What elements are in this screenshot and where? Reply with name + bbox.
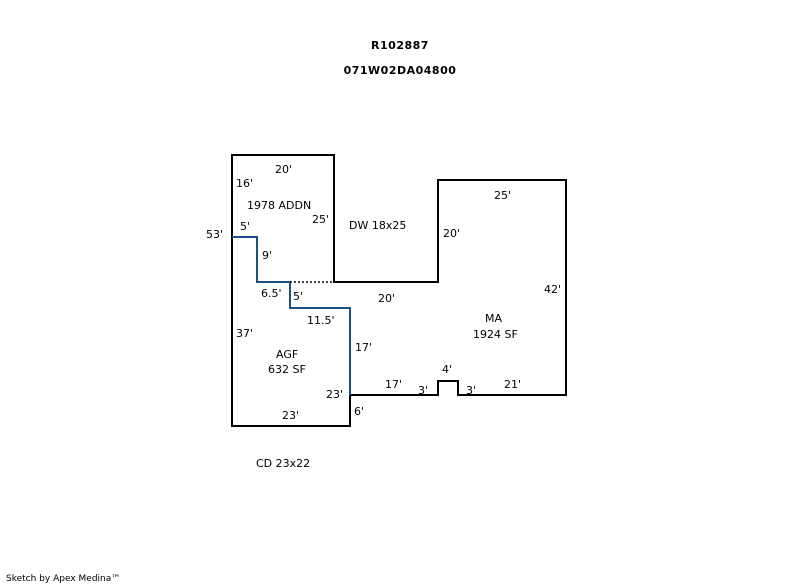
- label-garage-name: AGF: [276, 348, 298, 361]
- dim-agf-bottom: 23': [282, 409, 299, 422]
- sketch-credit: Sketch by Apex Medina™: [6, 574, 121, 584]
- outline-main: [231, 154, 567, 427]
- dim-dw-bottom: 20': [378, 292, 395, 305]
- dim-bump-right: 3': [466, 384, 476, 397]
- dim-bump-top: 4': [442, 363, 452, 376]
- label-deck: CD 23x22: [256, 457, 310, 470]
- dim-agf-left: 37': [236, 327, 253, 340]
- dim-agf-right-lower: 23': [326, 388, 343, 401]
- dim-addn-top: 20': [275, 163, 292, 176]
- label-addition: 1978 ADDN: [247, 199, 311, 212]
- dim-ma-left-upper: 20': [443, 227, 460, 240]
- dim-ma-top: 25': [494, 189, 511, 202]
- dim-agf-notch: 6': [354, 405, 364, 418]
- map-number: 071W02DA04800: [343, 64, 457, 77]
- label-main-area: 1924 SF: [473, 328, 518, 341]
- parcel-id: R102887: [371, 39, 429, 52]
- dim-step-11-5: 11.5': [307, 314, 335, 327]
- label-main-name: MA: [485, 312, 502, 325]
- dim-agf-right-upper: 17': [355, 341, 372, 354]
- dim-step-5: 5': [293, 290, 303, 303]
- dim-step-6-5: 6.5': [261, 287, 282, 300]
- dim-bump-left: 3': [418, 384, 428, 397]
- dim-addn-right: 25': [312, 213, 329, 226]
- label-driveway: DW 18x25: [349, 219, 406, 232]
- dim-ma-bottom-left: 17': [385, 378, 402, 391]
- label-garage-area: 632 SF: [268, 363, 306, 376]
- dim-step-9: 9': [262, 249, 272, 262]
- dim-addn-side-left: 16': [236, 177, 253, 190]
- dim-addn-step-top: 5': [240, 220, 250, 233]
- dim-overall-left: 53': [206, 228, 223, 241]
- dim-ma-right: 42': [544, 283, 561, 296]
- dim-ma-bottom-right: 21': [504, 378, 521, 391]
